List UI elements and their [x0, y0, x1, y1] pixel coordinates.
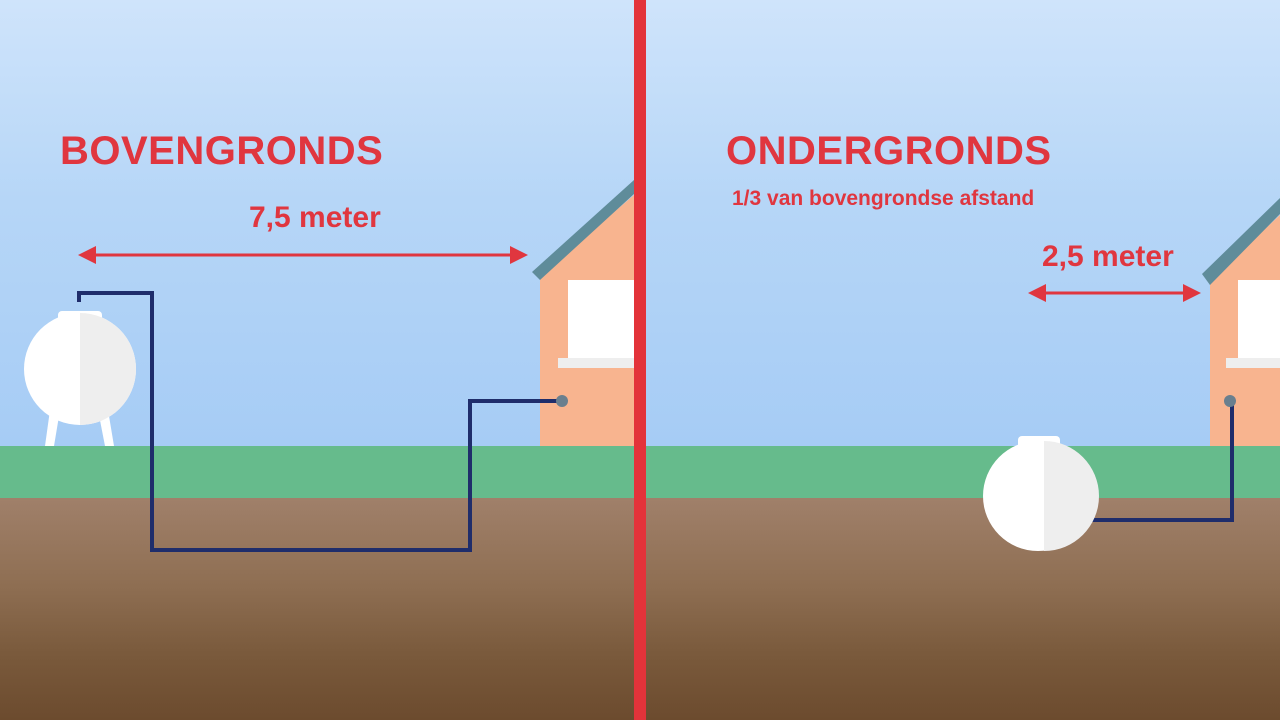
gas-pipe: [77, 291, 562, 552]
house-connection-point: [556, 395, 568, 407]
right-panel-underground: ONDERGRONDS 1/3 van bovengrondse afstand…: [646, 0, 1280, 720]
underground-distance-label: 2,5 meter: [1042, 240, 1174, 273]
house-window: [568, 280, 634, 360]
grass-strip: [0, 446, 634, 498]
gas-pipe: [1090, 401, 1234, 522]
house: [1202, 198, 1280, 446]
house-connection-point: [1224, 395, 1236, 407]
house: [532, 180, 634, 446]
aboveground-distance-label: 7,5 meter: [249, 201, 381, 234]
window-sill: [558, 358, 634, 368]
soil: [646, 498, 1280, 720]
underground-tank: [983, 436, 1099, 551]
aboveground-tank: [24, 311, 136, 446]
underground-subtitle: 1/3 van bovengrondse afstand: [732, 187, 1035, 210]
aboveground-illustration: [24, 180, 634, 552]
underground-title: ONDERGRONDS: [726, 129, 1052, 173]
distance-arrow-7-5: [78, 246, 528, 264]
tank-shade: [1044, 441, 1099, 551]
aboveground-title: BOVENGRONDS: [60, 129, 384, 173]
soil: [0, 498, 634, 720]
window-sill: [1226, 358, 1280, 368]
sky: [646, 0, 1280, 446]
panel-divider: [634, 0, 646, 720]
distance-arrow-2-5: [1028, 284, 1201, 302]
underground-illustration: [983, 198, 1280, 551]
house-roof: [532, 180, 634, 280]
tank-shade: [80, 313, 136, 425]
grass-strip: [646, 446, 1280, 498]
left-panel-aboveground: BOVENGRONDS 7,5 meter: [0, 0, 634, 720]
house-window: [1238, 280, 1280, 360]
house-roof: [1202, 198, 1280, 285]
